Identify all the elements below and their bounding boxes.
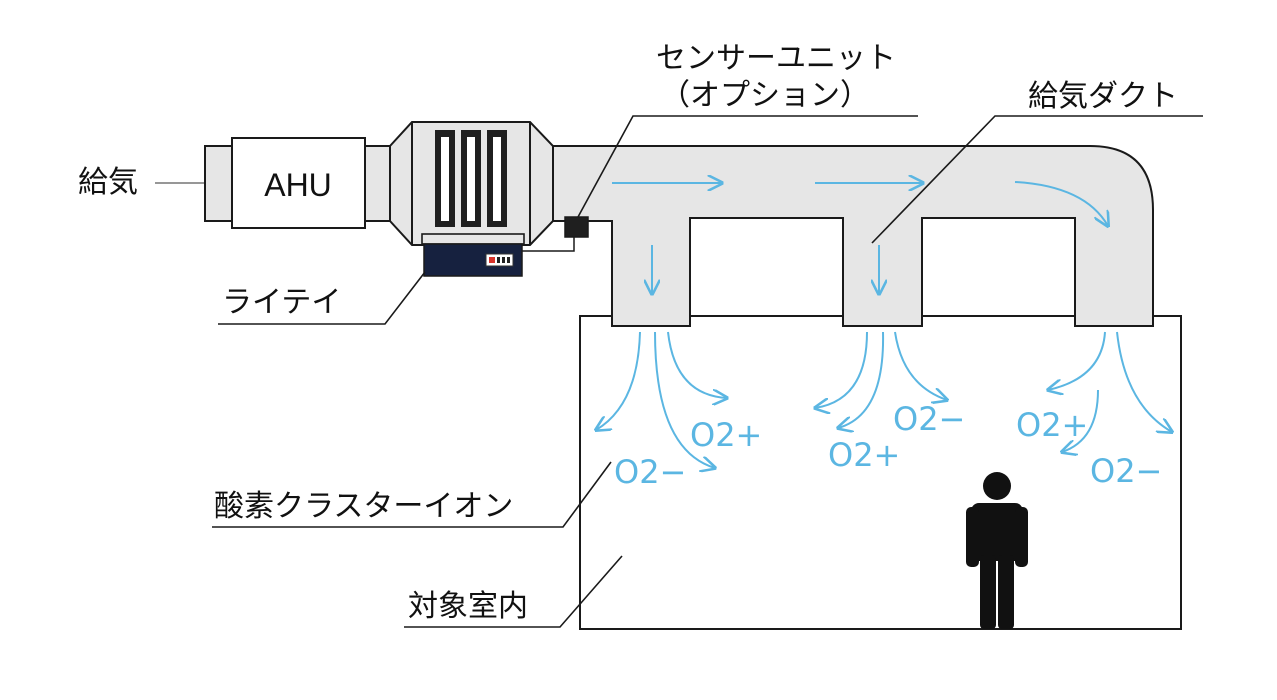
raitei-device: [421, 233, 525, 277]
supply-air-label: 給気: [78, 165, 138, 200]
target-room-label: 対象室内: [408, 589, 528, 624]
raitei-label: ライテイ: [222, 285, 341, 320]
inlet-duct: [204, 145, 236, 222]
ahu-label: AHU: [264, 167, 332, 203]
room-airflow-arrows: [596, 331, 1172, 468]
sensor-unit: [564, 216, 589, 238]
ion-o2-minus: O2−: [1090, 452, 1162, 490]
ion-o2-plus: O2+: [828, 436, 900, 474]
supply-duct-leader: [871, 115, 1203, 244]
sensor-unit-leader: [577, 115, 918, 218]
filter-elements: [435, 130, 507, 227]
person-silhouette-icon: [966, 472, 1028, 629]
ion-o2-minus: O2−: [893, 400, 965, 438]
ion-o2-plus: O2+: [690, 416, 762, 454]
oxygen-cluster-ion-label: 酸素クラスターイオン: [214, 489, 513, 524]
sensor-unit-option-label: （オプション）: [660, 78, 870, 113]
ion-o2-plus: O2+: [1016, 406, 1088, 444]
oxygen-cluster-ion-leader: [212, 461, 612, 528]
supply-duct: [552, 145, 1154, 327]
supply-duct-label: 給気ダクト: [1028, 79, 1178, 114]
raitei-leader: [218, 271, 426, 325]
connector-duct: [364, 145, 391, 222]
sensor-unit-label: センサーユニット: [656, 41, 896, 76]
ion-o2-minus: O2−: [614, 453, 686, 491]
target-room-leader: [404, 555, 623, 628]
sensor-cable: [522, 237, 575, 252]
duct-airflow-arrows: [612, 182, 1108, 294]
